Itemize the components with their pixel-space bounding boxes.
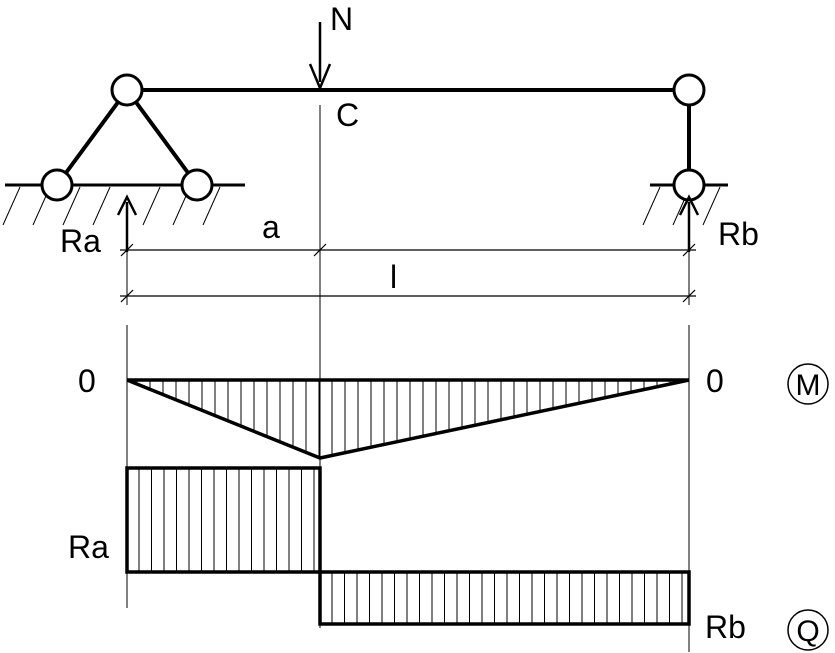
shear-ra-label: Ra	[68, 529, 109, 565]
reaction-b-label: Rb	[718, 216, 759, 252]
force-label: N	[330, 1, 353, 37]
hinge-left-bottom	[40, 168, 74, 202]
shear-rb-label: Rb	[705, 609, 746, 645]
right-support	[642, 73, 728, 226]
shear-symbol-circle	[787, 609, 829, 651]
hinge-b-top	[672, 73, 706, 107]
beam-scheme: N C Ra Rb a l	[2, 1, 759, 305]
force-arrow-n	[308, 22, 332, 92]
hinge-b-bottom	[672, 168, 706, 202]
moment-symbol-circle	[787, 363, 829, 405]
moment-symbol-label: M	[796, 369, 821, 402]
left-support	[2, 73, 245, 226]
projection-lines	[126, 262, 690, 652]
reaction-a-label: Ra	[60, 223, 101, 259]
hinge-a	[110, 73, 144, 107]
dimension-a-label: a	[262, 209, 280, 245]
moment-zero-right: 0	[706, 363, 724, 399]
shear-negative-block	[318, 570, 691, 626]
shear-positive-block	[125, 466, 322, 574]
hinge-right-bottom	[180, 168, 214, 202]
shear-symbol-label: Q	[796, 615, 819, 648]
point-c-label: C	[336, 97, 359, 133]
shear-hatching	[138, 468, 683, 624]
dimension-l-label: l	[390, 259, 397, 295]
dimension-lines	[120, 105, 696, 305]
shear-diagram	[125, 466, 691, 626]
moment-outline	[126, 378, 690, 460]
moment-diagram	[126, 378, 690, 460]
moment-zero-left: 0	[78, 363, 96, 399]
moment-hatching	[136, 380, 671, 458]
